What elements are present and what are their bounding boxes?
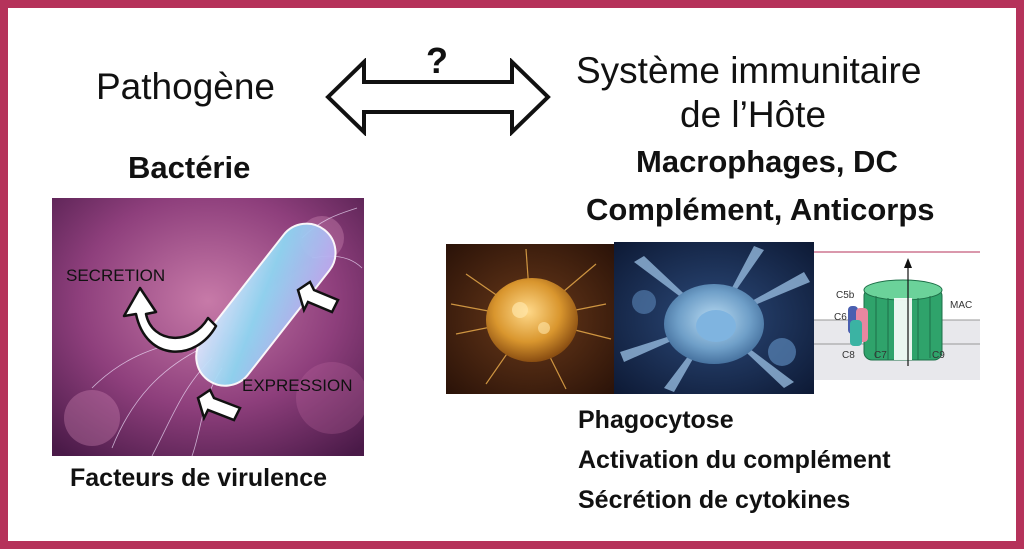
membrane-attack-complex-diagram: C5b C6 C8 C7 C9 MAC	[814, 246, 980, 380]
host-immune-title-line2: de l’Hôte	[680, 94, 827, 135]
expression-label: EXPRESSION	[242, 376, 353, 395]
c8-label: C8	[842, 350, 855, 361]
pathogen-title: Pathogène	[96, 66, 276, 107]
secretion-label: SECRETION	[66, 266, 166, 285]
bacterium-image: SECRETION EXPRESSION	[52, 198, 364, 456]
outcome-phagocytosis: Phagocytose	[578, 406, 734, 434]
mac-label: MAC	[950, 300, 973, 311]
question-mark: ?	[426, 40, 448, 81]
macrophage-image	[446, 244, 616, 394]
slide: Pathogène ? Système immunitaire de l’Hôt…	[8, 8, 1016, 541]
expression-arrow-icon-upper	[296, 280, 340, 314]
outcome-complement-activation: Activation du complément	[578, 446, 891, 474]
double-arrow-icon	[325, 58, 551, 136]
c6-label: C6	[834, 312, 847, 323]
dendritic-cell-image	[614, 242, 814, 394]
c7-label: C7	[874, 350, 887, 361]
c9-label: C9	[932, 350, 945, 361]
macrophages-dc-heading: Macrophages, DC	[636, 144, 898, 179]
expression-arrow-icon-lower	[196, 388, 242, 422]
bacteria-heading: Bactérie	[128, 150, 251, 185]
c5b-label: C5b	[836, 290, 855, 301]
complement-antibodies-heading: Complément, Anticorps	[586, 192, 935, 227]
virulence-factors-caption: Facteurs de virulence	[70, 464, 328, 492]
host-immune-title-line1: Système immunitaire	[576, 50, 922, 91]
outcome-cytokine-secretion: Sécrétion de cytokines	[578, 486, 851, 514]
secretion-arrow-icon	[122, 286, 218, 353]
